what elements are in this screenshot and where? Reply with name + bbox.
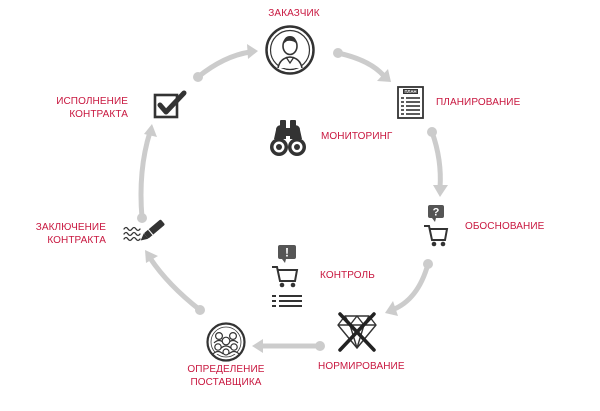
arrowhead-5: [145, 250, 158, 263]
plan-document-title: ПЛАН: [405, 89, 417, 94]
arrow-contract-conclusion-to-contract-execution: [138, 129, 153, 221]
cart-checklist-icon: !: [272, 245, 302, 307]
supplier-label-line-1: ОПРЕДЕЛЕНИЕ: [187, 364, 265, 375]
plan-document-icon: ПЛАН: [397, 86, 424, 119]
planning-label: ПЛАНИРОВАНИЕ: [436, 97, 521, 108]
contract-execution-label-line-2: КОНТРАКТА: [69, 109, 128, 120]
person-avatar-icon: [265, 25, 315, 75]
arrowhead-6: [144, 124, 157, 137]
svg-text:!: !: [285, 246, 289, 260]
contract-conclusion-label-line-2: КОНТРАКТА: [47, 235, 106, 246]
control-label: КОНТРОЛЬ: [320, 270, 375, 281]
signature-pen-icon: [123, 219, 165, 242]
arrow-contract-execution-to-customer: [195, 49, 253, 80]
checkbox-icon: [153, 90, 187, 119]
arrowhead-4: [252, 339, 263, 353]
monitoring-label: МОНИТОРИНГ: [321, 131, 393, 142]
arrow-justification-to-rationing: [389, 261, 431, 313]
arrowhead-1: [377, 69, 391, 82]
arrow-planning-to-justification: [429, 129, 443, 191]
arrowhead-2: [433, 185, 448, 197]
rationing-label: НОРМИРОВАНИЕ: [318, 361, 405, 372]
customer-label: ЗАКАЗЧИК: [268, 8, 320, 19]
contract-conclusion-label-line-1: ЗАКЛЮЧЕНИЕ: [35, 222, 106, 233]
crossed-diamond-icon: [337, 312, 377, 352]
cart-question-icon: ?: [424, 205, 449, 247]
arrow-customer-to-planning: [335, 50, 387, 79]
supplier-label-line-2: ПОСТАВЩИКА: [190, 377, 262, 388]
justification-label: ОБОСНОВАНИЕ: [465, 221, 545, 232]
binoculars-icon: [270, 120, 306, 156]
arrow-supplier-to-contract-conclusion: [147, 255, 203, 313]
svg-text:?: ?: [433, 207, 440, 219]
arrowhead-7: [247, 44, 258, 59]
group-icon: [206, 322, 246, 362]
contract-execution-label-line-1: ИСПОЛНЕНИЕ: [56, 96, 128, 107]
arrowhead-3: [385, 301, 398, 316]
